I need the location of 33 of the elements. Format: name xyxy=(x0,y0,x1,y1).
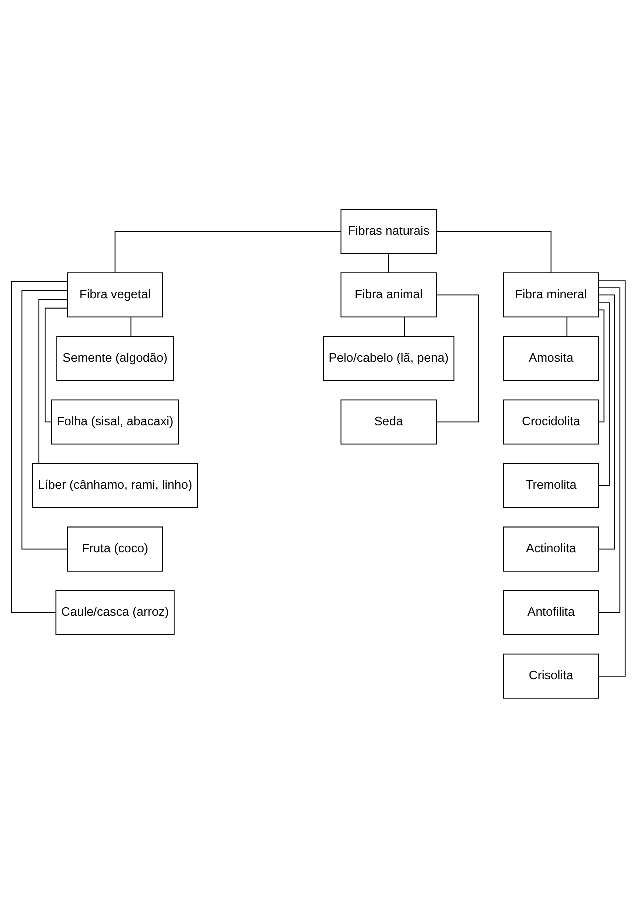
node-box: Fruta (coco) xyxy=(67,526,164,572)
node-box: Semente (algodão) xyxy=(56,336,174,381)
connector xyxy=(598,309,605,422)
node-box: Pelo/cabelo (lã, pena) xyxy=(323,336,455,381)
connector xyxy=(598,287,621,613)
connector xyxy=(38,298,68,464)
node-box: Fibra vegetal xyxy=(67,272,164,318)
connector xyxy=(598,280,626,676)
connector xyxy=(114,230,342,273)
connector xyxy=(566,316,568,336)
connector xyxy=(388,252,390,273)
node-box: Actinolita xyxy=(503,526,600,572)
node-box: Fibra mineral xyxy=(503,272,600,318)
connector xyxy=(44,307,68,422)
node-box: Folha (sisal, abacaxi) xyxy=(51,399,180,444)
node-box: Líber (cânhamo, rami, linho) xyxy=(32,462,198,508)
node-box: Fibra animal xyxy=(340,272,437,318)
node-box: Caule/casca (arroz) xyxy=(56,590,175,635)
node-box: Crisolita xyxy=(503,653,600,698)
connector xyxy=(130,316,132,336)
node-box: Fibras naturais xyxy=(340,208,437,254)
connector xyxy=(598,302,610,486)
node-box: Seda xyxy=(340,399,437,444)
connector xyxy=(404,316,406,336)
node-box: Antofilita xyxy=(503,590,600,635)
connector xyxy=(436,294,480,422)
connector xyxy=(598,294,616,550)
node-box: Crocidolita xyxy=(503,399,600,444)
connector xyxy=(436,230,552,273)
node-box: Tremolita xyxy=(503,462,600,508)
node-box: Amosita xyxy=(503,336,600,381)
connector xyxy=(22,290,68,550)
connector xyxy=(11,280,68,613)
